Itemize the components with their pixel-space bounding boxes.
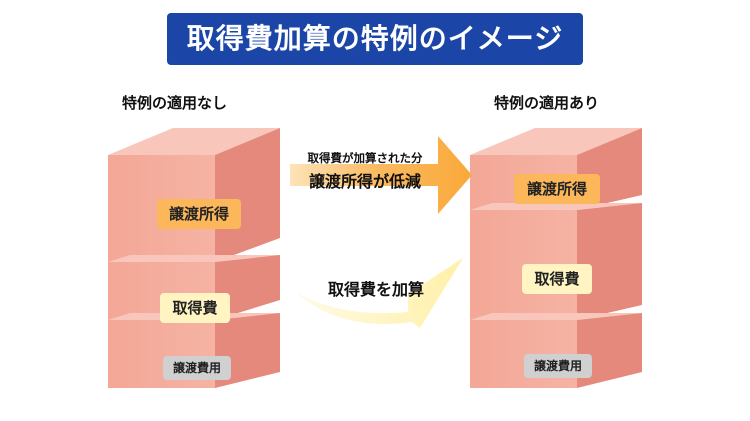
left-label-transfer-income: 譲渡所得: [157, 199, 241, 229]
right-stack: [470, 128, 642, 388]
upper-arrow: [290, 136, 472, 214]
right-label-transfer-expense: 譲渡費用: [524, 354, 592, 378]
lower-arrow-label: 取得費を加算: [327, 280, 424, 299]
right-caption: 特例の適用あり: [494, 94, 600, 112]
left-stack: [108, 128, 280, 388]
left-label-transfer-expense: 譲渡費用: [163, 356, 231, 380]
left-block-transfer-income: [108, 128, 280, 262]
diagram-title: 取得費加算の特例のイメージ: [167, 13, 583, 65]
upper-arrow-line2: 譲渡所得が低減: [308, 172, 421, 191]
right-label-acquisition-cost: 取得費: [522, 264, 592, 294]
left-label-acquisition-cost: 取得費: [160, 293, 230, 323]
upper-arrow-line1: 取得費が加算された分: [307, 151, 423, 165]
left-block-acquisition-cost: [108, 255, 280, 320]
right-block-acquisition-cost: [470, 203, 642, 320]
right-label-transfer-income: 譲渡所得: [514, 174, 600, 204]
lower-curved-arrow: [296, 258, 463, 328]
left-caption: 特例の適用なし: [122, 94, 228, 112]
